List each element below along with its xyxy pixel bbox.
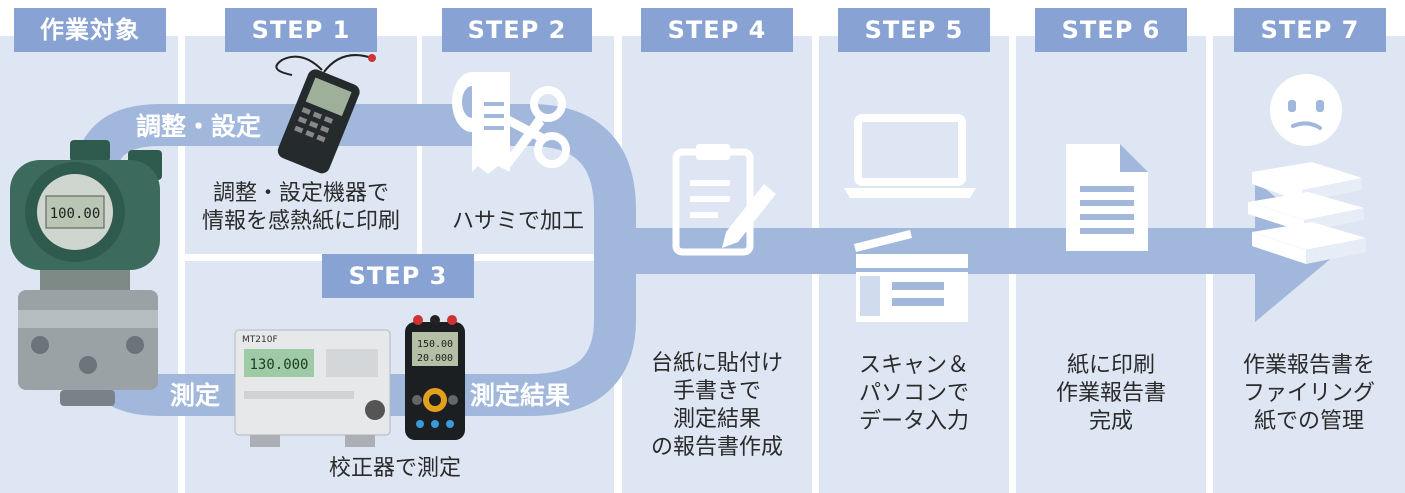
flow-label-result: 測定結果: [470, 381, 571, 410]
caption-step4: 台紙に貼付け 手書きで 測定結果 の報告書作成: [650, 351, 783, 460]
caption-step6: 紙に印刷 作業報告書 完成: [1055, 353, 1166, 434]
worried-face-icon: [1270, 74, 1342, 146]
flow-label-measure: 測定: [170, 381, 221, 410]
flow-label-adjust: 調整・設定: [136, 112, 262, 141]
flow-loop: [74, 104, 636, 416]
pressure-transmitter-icon: 100.00: [10, 140, 162, 406]
label-step7: STEP 7: [1234, 8, 1386, 52]
caption-step3: 校正器で測定: [328, 456, 461, 481]
scanner-icon: [854, 230, 968, 322]
label-target: 作業対象: [14, 8, 166, 52]
transmitter-display-value: 100.00: [50, 206, 101, 222]
caption-step1: 調整・設定機器で 情報を感熱紙に印刷: [201, 181, 400, 234]
label-step3: STEP 3: [322, 254, 474, 298]
label-step4: STEP 4: [641, 8, 793, 52]
caption-step2: ハサミで加工: [451, 209, 584, 234]
handheld-display-line2: 20.000: [417, 353, 453, 364]
label-step1: STEP 1: [225, 8, 377, 52]
label-step2: STEP 2: [442, 8, 592, 52]
stacked-books-icon: [1248, 162, 1366, 264]
scissors-paper-icon: [452, 72, 570, 174]
label-step6: STEP 6: [1035, 8, 1187, 52]
handheld-display-line1: 150.00: [417, 339, 453, 350]
handheld-calibrator-icon: 150.00 20.000: [405, 315, 465, 440]
document-icon: [1066, 144, 1148, 251]
bench-calibrator-icon: MT210F 130.000: [234, 329, 391, 447]
calibrator-display-value: 130.000: [249, 357, 308, 373]
handheld-communicator-icon: [275, 54, 376, 174]
label-step5: STEP 5: [838, 8, 990, 52]
laptop-icon: [844, 114, 976, 198]
clipboard-pencil-icon: [672, 144, 776, 256]
caption-step7: 作業報告書を ファイリング 紙での管理: [1242, 353, 1375, 434]
caption-step5: スキャン＆ パソコンで データ入力: [858, 353, 969, 434]
calibrator-brand: MT210F: [242, 335, 278, 345]
